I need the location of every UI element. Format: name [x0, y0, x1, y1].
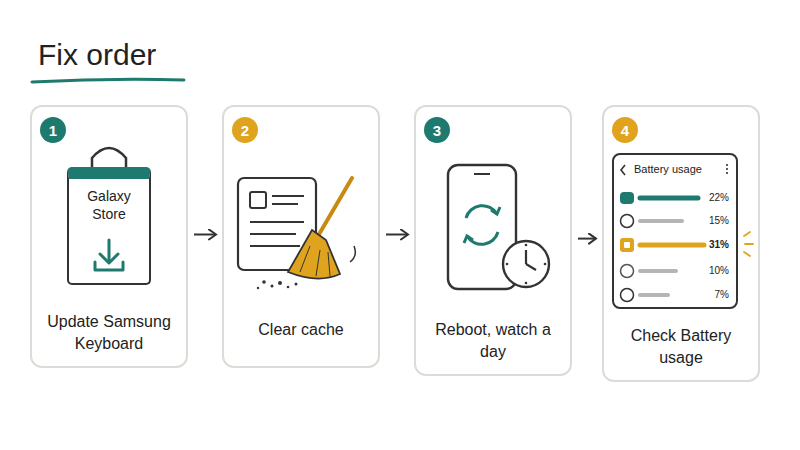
- step-card: Check Battery usage 4Battery usage 22% 15% 3…: [602, 105, 760, 382]
- bag-handle: [92, 148, 126, 169]
- step-number-text: 4: [621, 122, 629, 139]
- flow-arrow: [194, 234, 216, 236]
- step-number-text: 2: [241, 122, 249, 139]
- node-label: Reboot, watch a day: [422, 319, 564, 362]
- node-label: Clear cache: [230, 319, 372, 341]
- flow-arrow: [578, 238, 596, 240]
- app-icon: [621, 289, 634, 302]
- app-icon: [624, 242, 630, 248]
- usage-percent: 22%: [709, 192, 729, 203]
- node-label: Update Samsung Keyboard: [38, 311, 180, 354]
- usage-percent: 31%: [709, 239, 729, 250]
- step-number: 3: [424, 117, 450, 143]
- flow-arrow: [386, 234, 408, 236]
- step-card: Update Samsung Keyboard 1Galaxy Store: [30, 105, 188, 368]
- screen-art: [614, 155, 736, 307]
- usage-percent: 15%: [709, 215, 729, 226]
- app-icon: [621, 265, 634, 278]
- step-number: 4: [612, 117, 638, 143]
- clear-cache-icon: [238, 178, 355, 289]
- reboot-icon: [448, 165, 549, 289]
- usage-percent: 10%: [709, 265, 729, 276]
- download-icon: [95, 240, 123, 270]
- node-label: Galaxy Store: [73, 187, 145, 223]
- app-icon: [620, 192, 634, 204]
- node-label: Check Battery usage: [610, 325, 752, 368]
- usage-percent: 7%: [715, 289, 729, 300]
- usage-bar: [640, 219, 682, 223]
- diagram-title: Fix order: [38, 38, 156, 72]
- step-card: Reboot, watch a day 3: [414, 105, 572, 376]
- step-card: Clear cache 2: [222, 105, 380, 368]
- step-number-text: 3: [433, 122, 441, 139]
- step-number: 1: [40, 117, 66, 143]
- usage-bar: [640, 196, 698, 201]
- usage-bar: [640, 243, 704, 248]
- usage-bar: [640, 269, 676, 273]
- usage-bar: [640, 293, 668, 297]
- title-underline: [32, 79, 184, 82]
- step-number-text: 1: [49, 122, 57, 139]
- menu-dot: [726, 172, 728, 174]
- menu-dot: [726, 164, 728, 166]
- app-icon: [620, 238, 634, 252]
- app-icon: [621, 215, 634, 228]
- battery-usage-screen: Battery usage 22% 15% 31% 10% 7%: [612, 153, 738, 309]
- menu-dot: [726, 168, 728, 170]
- step-number: 2: [232, 117, 258, 143]
- highlight-glow: [744, 232, 753, 256]
- screen-header: Battery usage: [634, 163, 702, 175]
- galaxy-store-bag: Galaxy Store: [67, 167, 151, 285]
- back-icon: [621, 165, 625, 175]
